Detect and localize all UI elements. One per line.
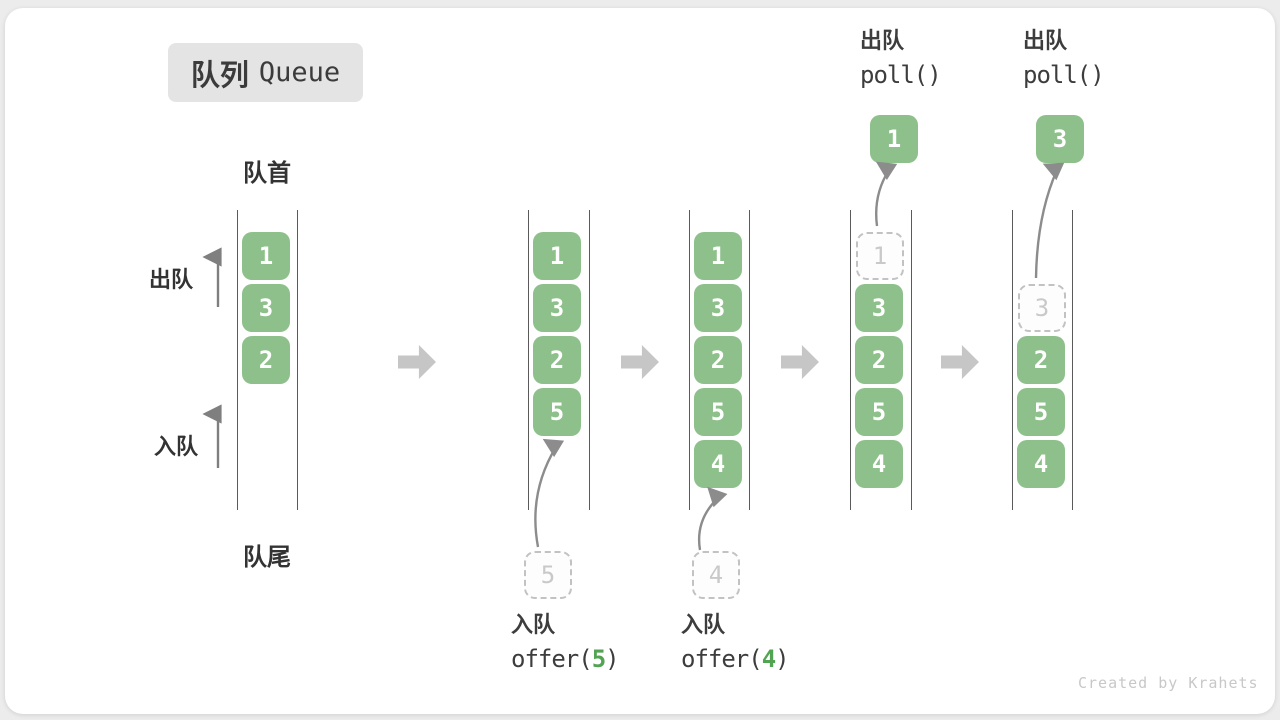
code-post: ) [605,645,619,673]
enqueue-caption: 入队 offer(4) [681,610,790,678]
queue-item: 1 [694,232,742,280]
dequeue-caption-code: poll() [1023,61,1105,89]
enqueue-caption-action: 入队 [511,612,556,637]
figure-title: 队列 Queue [168,43,363,102]
dequeue-caption-action: 出队 [1023,28,1068,53]
queue-item: 1 [242,232,290,280]
queue-item: 1 [533,232,581,280]
removed-item-placeholder: 3 [1018,284,1066,332]
queue-item: 2 [855,336,903,384]
code-post: ) [775,645,789,673]
dequeue-caption-action: 出队 [860,28,905,53]
dequeue-direction-arrow-icon [202,247,222,307]
dequeue-path-arrow-icon [1034,162,1065,279]
queue-item: 5 [533,388,581,436]
dequeue-path-arrow-icon [875,161,898,227]
pending-item: 4 [692,551,740,599]
dequeue-caption-code: poll() [860,61,942,89]
queue-item: 4 [855,440,903,488]
code-pre: offer( [511,645,593,673]
dequeued-item: 1 [870,115,918,163]
enqueue-caption: 入队 offer(5) [511,610,620,678]
enqueue-path-arrow-icon [697,486,728,551]
queue-item: 5 [855,388,903,436]
queue-item: 3 [855,284,903,332]
queue-item: 3 [694,284,742,332]
enqueue-caption-code: offer(5) [511,640,620,678]
enqueue-path-arrow-icon [534,438,565,548]
enqueue-direction-arrow-icon [202,404,222,468]
label-queue-rear: 队尾 [243,544,291,571]
queue-channel-1: 1 3 2 [237,210,298,510]
queue-item: 5 [694,388,742,436]
dequeue-caption: 出队 poll() [1023,26,1105,94]
dequeued-item: 3 [1036,115,1084,163]
enqueue-caption-code: offer(4) [681,640,790,678]
label-dequeue: 出队 [149,267,194,292]
removed-item-placeholder: 1 [856,232,904,280]
code-arg: 4 [761,645,776,673]
title-zh: 队列 [190,59,249,92]
label-enqueue: 入队 [154,434,199,459]
enqueue-caption-action: 入队 [681,612,726,637]
queue-channel-3: 1 3 2 5 4 [689,210,750,510]
queue-item: 2 [242,336,290,384]
queue-item: 4 [694,440,742,488]
queue-item: 2 [694,336,742,384]
queue-channel-2: 1 3 2 5 [528,210,590,510]
code-pre: offer( [681,645,763,673]
watermark: Created by Krahets [1078,674,1259,692]
label-queue-front: 队首 [243,160,291,187]
pending-item: 5 [524,551,572,599]
dequeue-caption: 出队 poll() [860,26,942,94]
code-arg: 5 [591,645,606,673]
queue-channel-4: 1 3 2 5 4 [850,210,912,510]
title-en: Queue [258,57,341,88]
queue-item: 4 [1017,440,1065,488]
queue-item: 3 [242,284,290,332]
queue-item: 2 [533,336,581,384]
queue-item: 2 [1017,336,1065,384]
queue-item: 5 [1017,388,1065,436]
queue-channel-5: 3 2 5 4 [1012,210,1073,510]
queue-item: 3 [533,284,581,332]
